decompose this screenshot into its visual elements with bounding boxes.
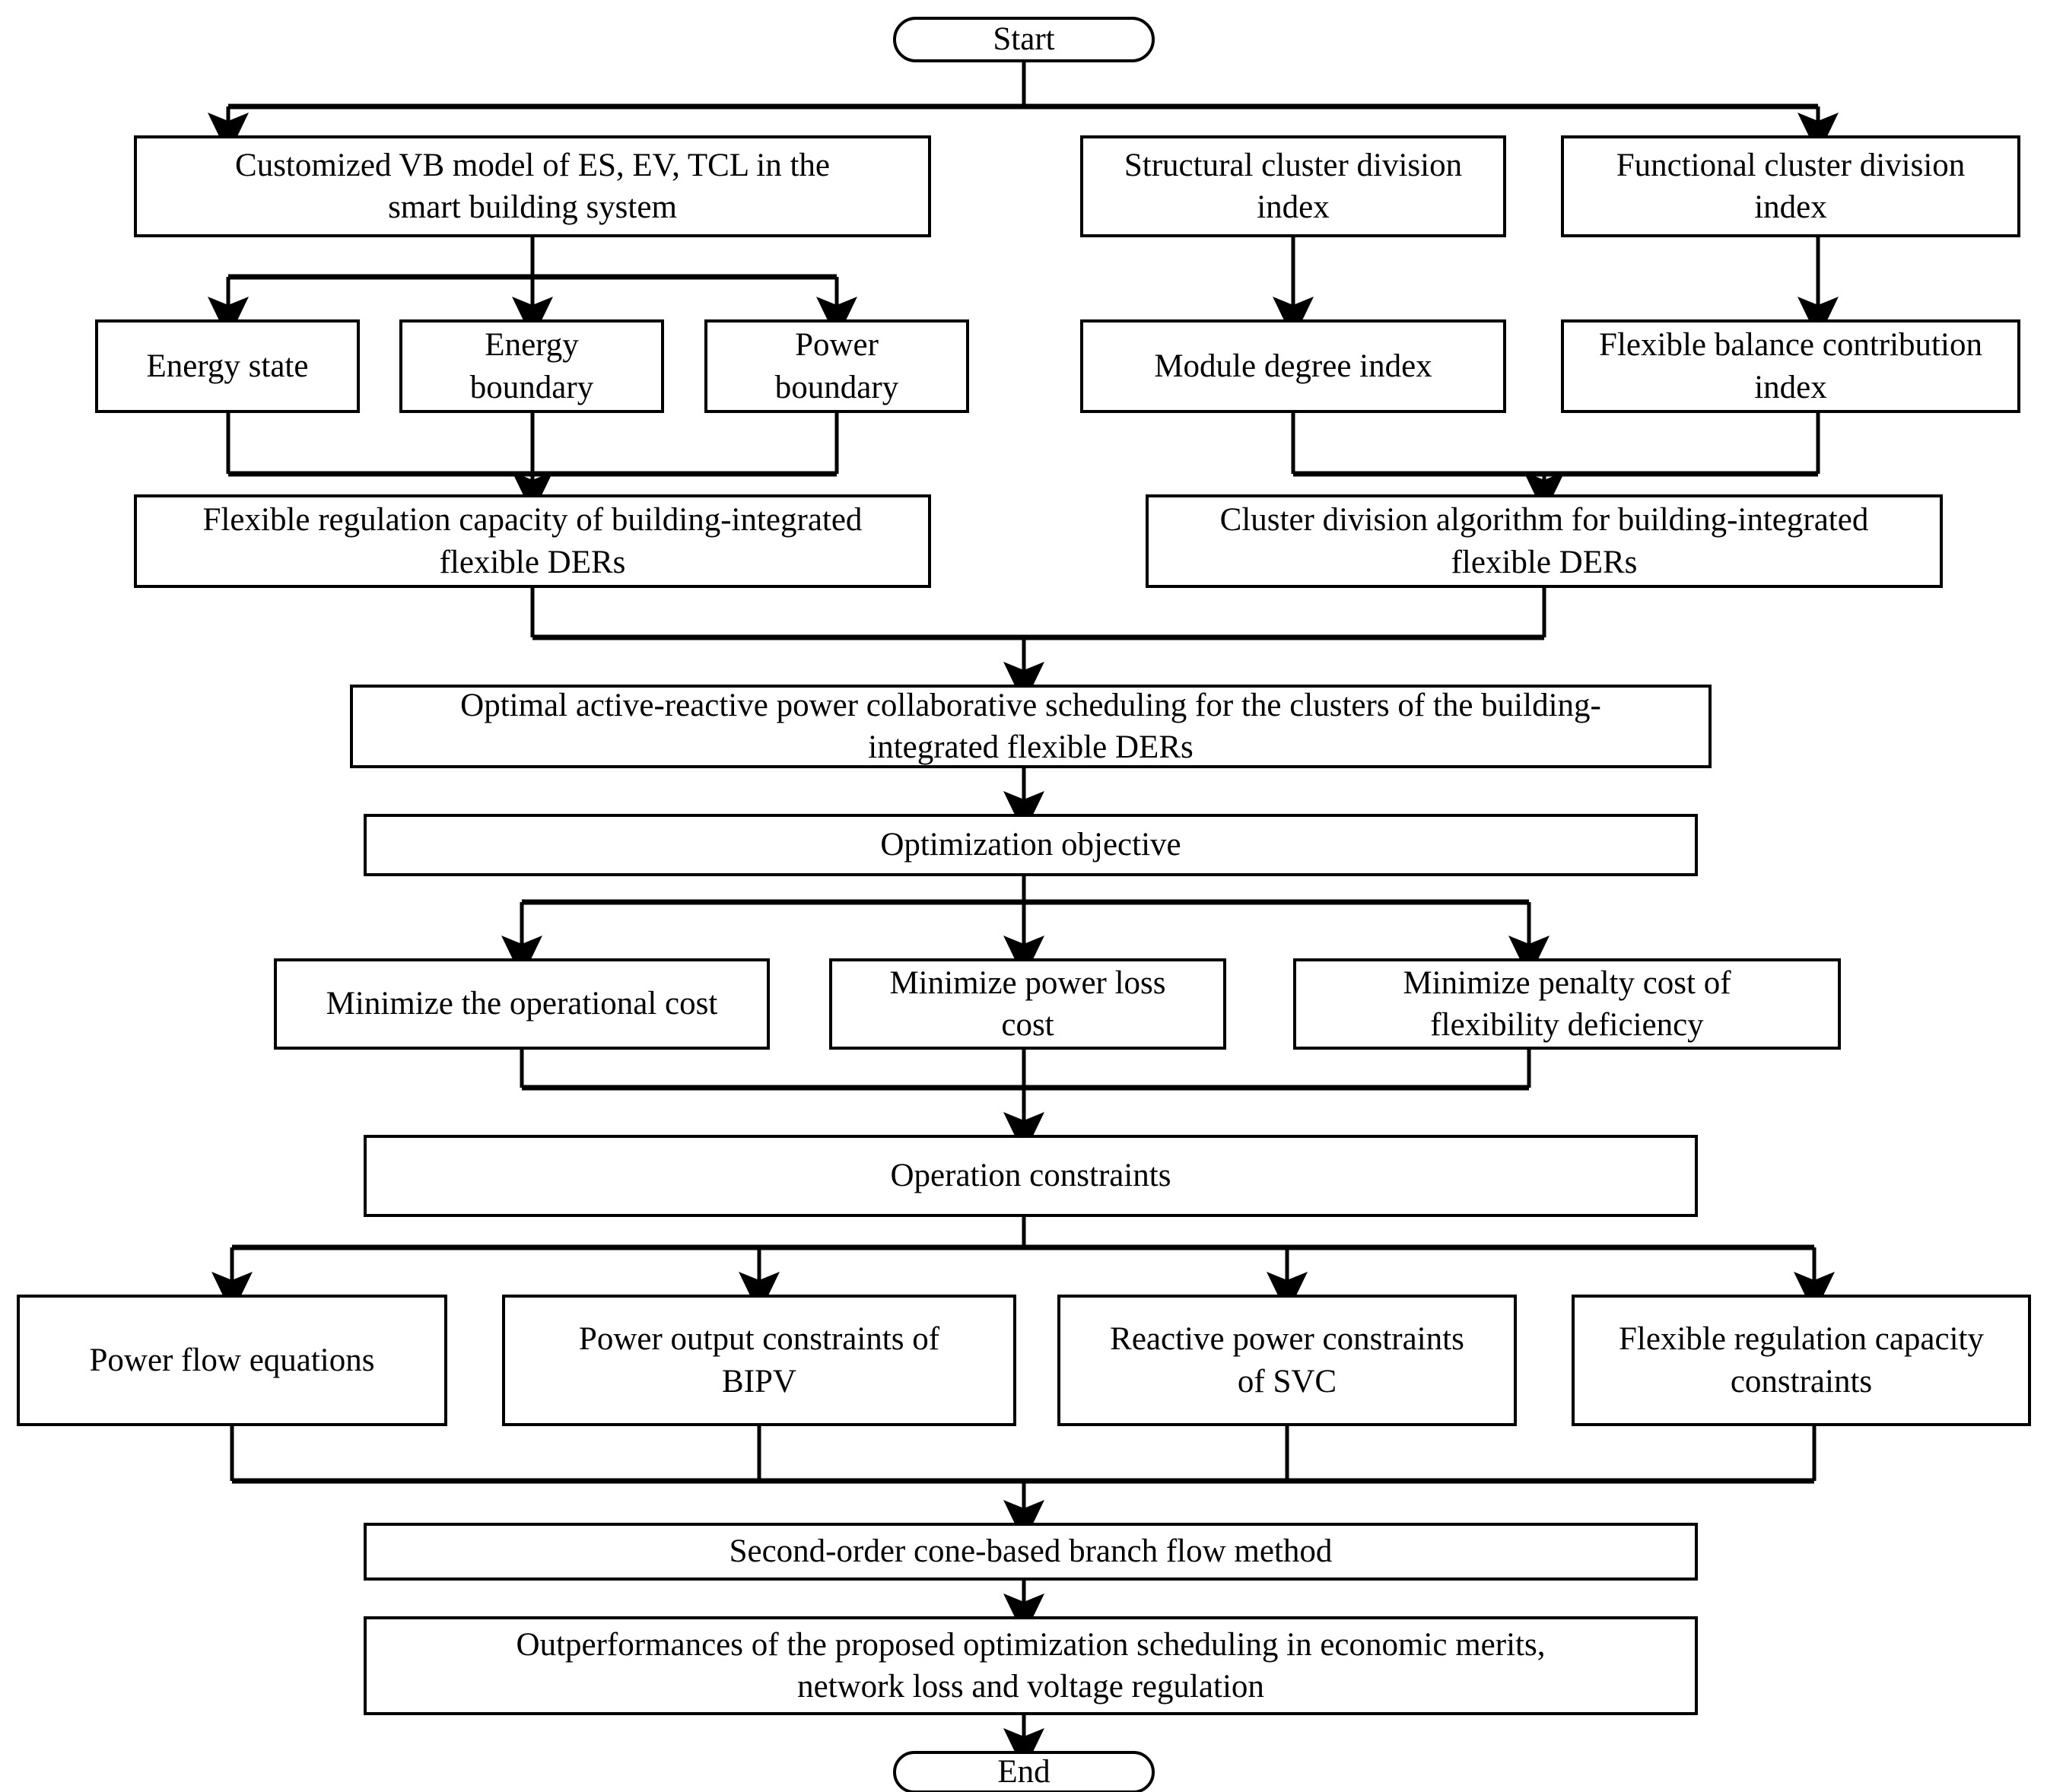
node-svc-reactive-power-constraints[interactable]: Reactive power constraints of SVC	[1057, 1295, 1517, 1426]
node-optimal-scheduling[interactable]: Optimal active-reactive power collaborat…	[350, 685, 1712, 768]
node-module-degree-index[interactable]: Module degree index	[1080, 319, 1506, 413]
node-energy-state-label: Energy state	[146, 348, 309, 384]
node-cluster-division-algorithm-label: Cluster division algorithm for building-…	[1219, 502, 1869, 580]
node-functional-cluster-division-index[interactable]: Functional cluster division index	[1561, 135, 2020, 237]
node-minimize-operational-cost-label: Minimize the operational cost	[326, 986, 718, 1022]
node-flexible-balance-contribution-index[interactable]: Flexible balance contribution index	[1561, 319, 2020, 413]
node-bipv-power-output-constraints-label: Power output constraints of BIPV	[578, 1321, 940, 1400]
node-flexible-regulation-capacity-label: Flexible regulation capacity of building…	[202, 502, 863, 580]
node-module-degree-index-label: Module degree index	[1154, 348, 1432, 384]
node-minimize-operational-cost[interactable]: Minimize the operational cost	[274, 958, 770, 1050]
node-flexible-balance-contribution-index-label: Flexible balance contribution index	[1599, 327, 1982, 405]
node-second-order-cone-method-label: Second-order cone-based branch flow meth…	[729, 1533, 1333, 1570]
node-bipv-power-output-constraints[interactable]: Power output constraints of BIPV	[502, 1295, 1016, 1426]
node-energy-state[interactable]: Energy state	[95, 319, 360, 413]
node-second-order-cone-method[interactable]: Second-order cone-based branch flow meth…	[364, 1523, 1698, 1581]
node-power-boundary-label: Power boundary	[774, 327, 899, 405]
node-outperformances[interactable]: Outperformances of the proposed optimiza…	[364, 1616, 1698, 1715]
node-start[interactable]: Start	[893, 17, 1155, 62]
node-end-label: End	[997, 1754, 1051, 1790]
node-operation-constraints[interactable]: Operation constraints	[364, 1135, 1698, 1217]
node-end[interactable]: End	[893, 1751, 1155, 1792]
node-power-flow-equations[interactable]: Power flow equations	[17, 1295, 447, 1426]
node-vb-model[interactable]: Customized VB model of ES, EV, TCL in th…	[134, 135, 931, 237]
node-structural-cluster-division-index-label: Structural cluster division index	[1124, 147, 1463, 225]
node-optimal-scheduling-label: Optimal active-reactive power collaborat…	[460, 687, 1601, 765]
node-minimize-penalty-cost[interactable]: Minimize penalty cost of flexibility def…	[1293, 958, 1841, 1050]
node-optimization-objective-label: Optimization objective	[880, 827, 1181, 863]
node-optimization-objective[interactable]: Optimization objective	[364, 814, 1698, 876]
node-flexible-regulation-capacity[interactable]: Flexible regulation capacity of building…	[134, 494, 931, 588]
node-minimize-power-loss-cost[interactable]: Minimize power loss cost	[829, 958, 1226, 1050]
node-power-boundary[interactable]: Power boundary	[704, 319, 969, 413]
node-flexible-regulation-capacity-constraints[interactable]: Flexible regulation capacity constraints	[1572, 1295, 2031, 1426]
node-structural-cluster-division-index[interactable]: Structural cluster division index	[1080, 135, 1506, 237]
node-minimize-penalty-cost-label: Minimize penalty cost of flexibility def…	[1403, 964, 1731, 1043]
node-svc-reactive-power-constraints-label: Reactive power constraints of SVC	[1110, 1321, 1464, 1400]
node-minimize-power-loss-cost-label: Minimize power loss cost	[889, 964, 1166, 1043]
node-energy-boundary[interactable]: Energy boundary	[399, 319, 664, 413]
node-flexible-regulation-capacity-constraints-label: Flexible regulation capacity constraints	[1619, 1321, 1984, 1400]
node-outperformances-label: Outperformances of the proposed optimiza…	[516, 1626, 1546, 1705]
node-energy-boundary-label: Energy boundary	[469, 327, 594, 405]
node-operation-constraints-label: Operation constraints	[890, 1158, 1171, 1194]
node-cluster-division-algorithm[interactable]: Cluster division algorithm for building-…	[1146, 494, 1943, 588]
node-functional-cluster-division-index-label: Functional cluster division index	[1616, 147, 1966, 225]
node-vb-model-label: Customized VB model of ES, EV, TCL in th…	[235, 147, 830, 225]
node-power-flow-equations-label: Power flow equations	[89, 1342, 375, 1378]
node-start-label: Start	[993, 21, 1055, 58]
